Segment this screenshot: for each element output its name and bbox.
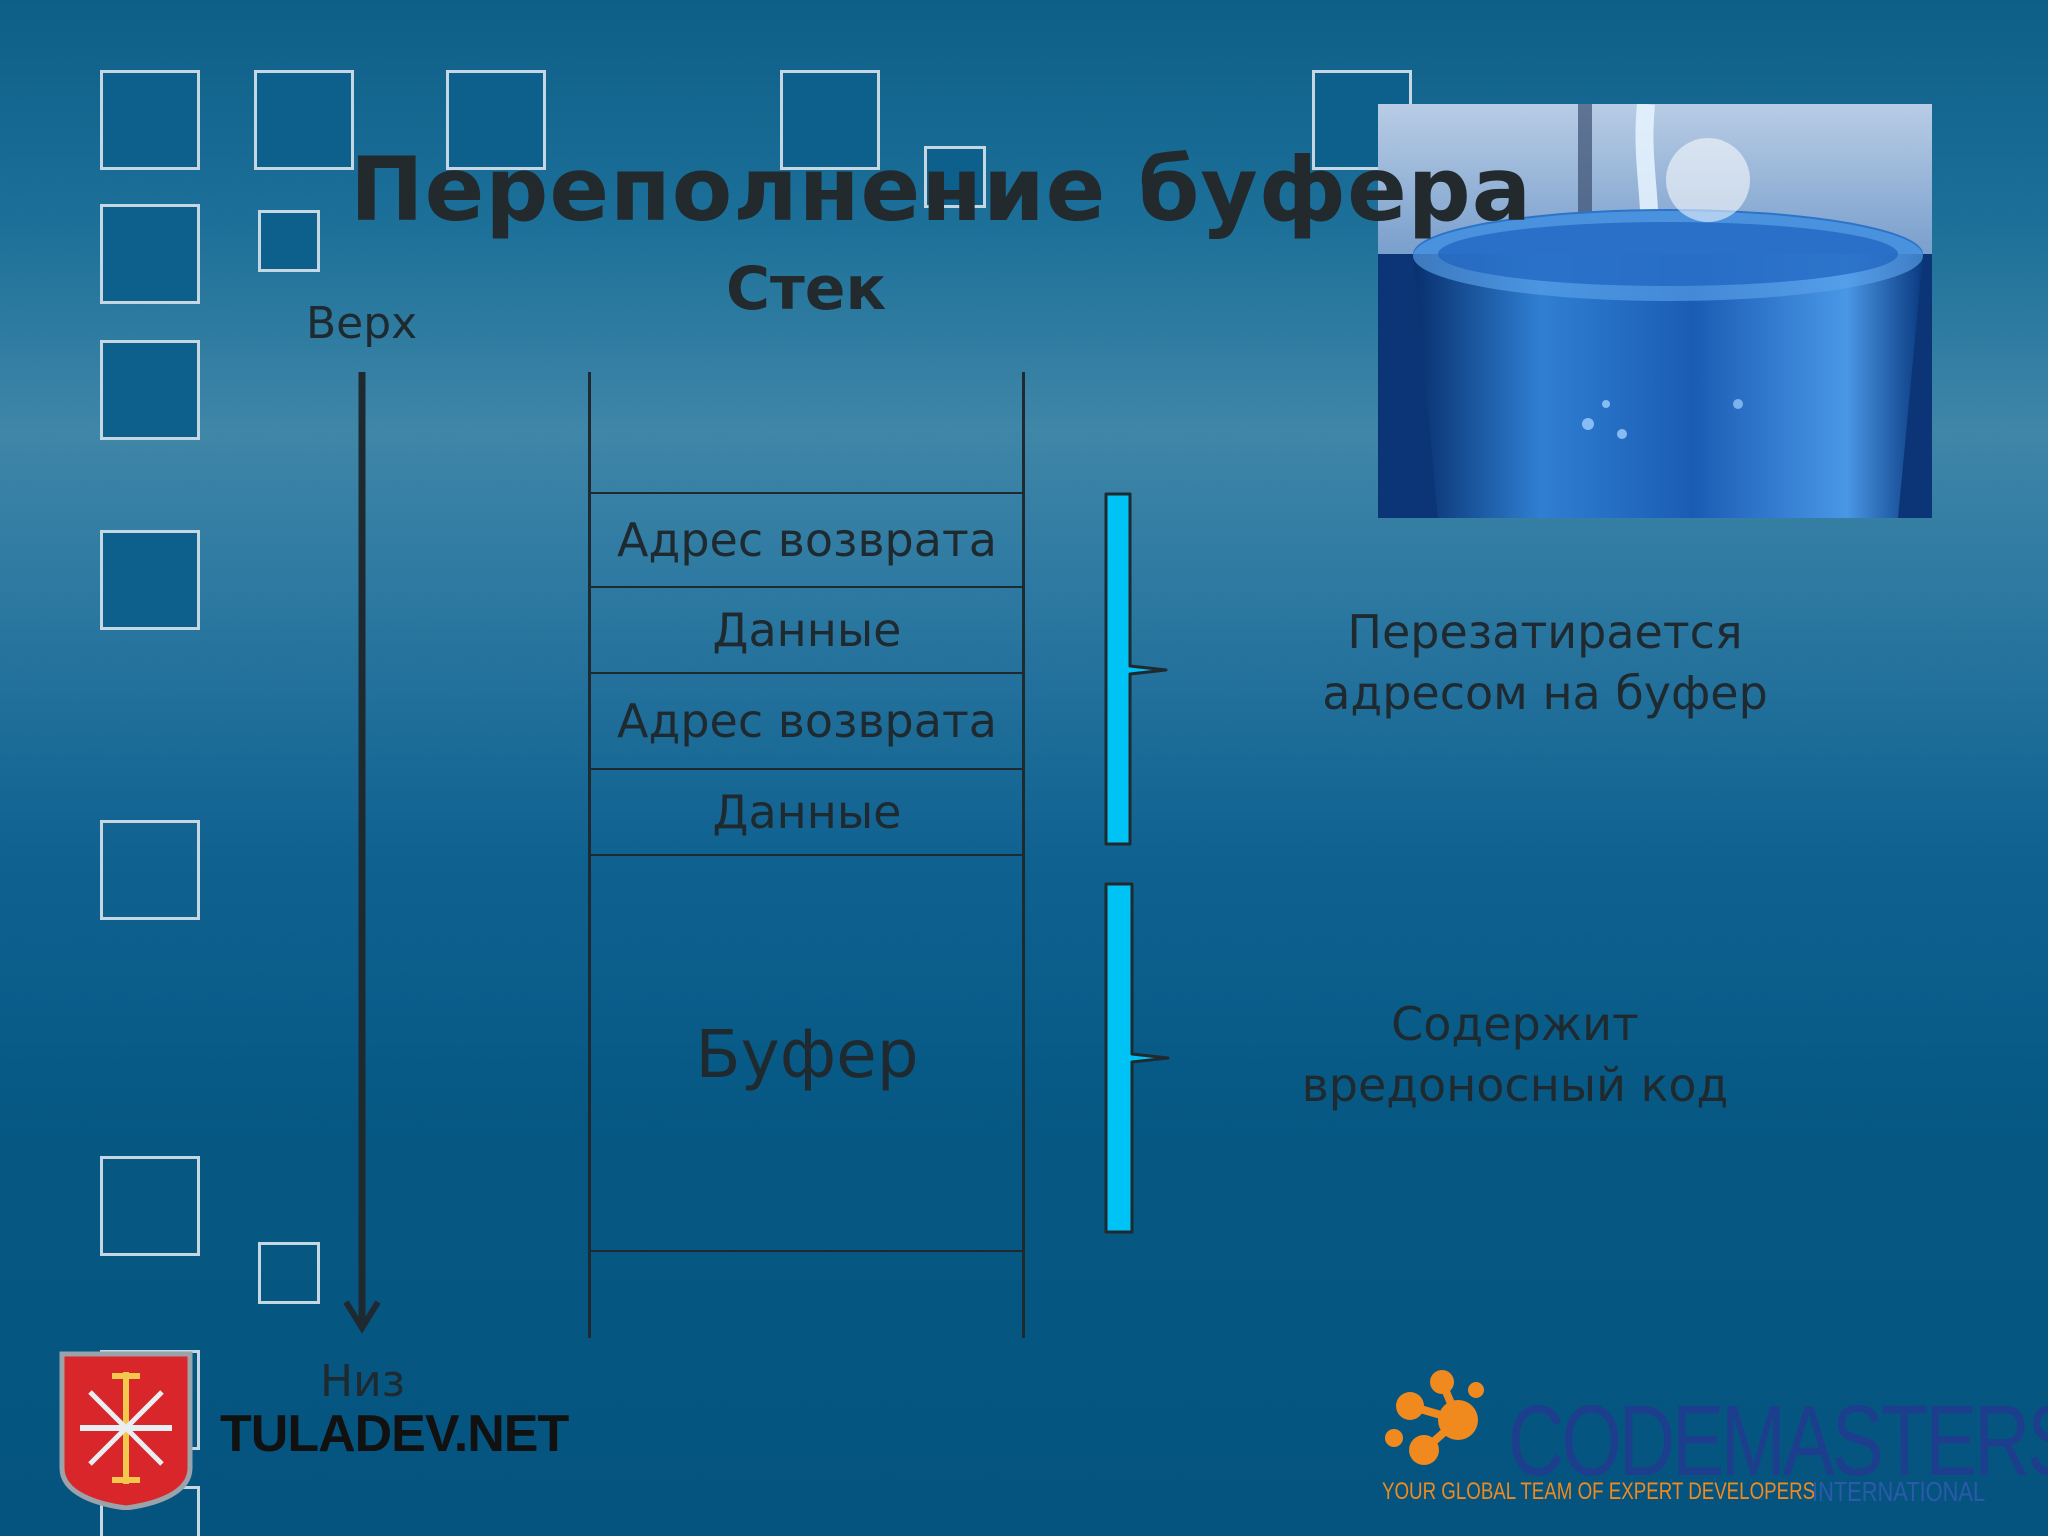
slide-title: Переполнение буфера — [350, 138, 1533, 241]
tula-coat-of-arms-icon — [59, 1351, 193, 1510]
decorative-square — [780, 70, 880, 170]
brace-malicious-icon — [1104, 882, 1170, 1234]
decorative-square — [258, 210, 320, 272]
down-arrow-icon — [343, 372, 381, 1334]
note-line: адресом на буфер — [1322, 666, 1768, 720]
decorative-square — [254, 70, 354, 170]
brace-overwritten-icon — [1104, 492, 1168, 846]
glass-of-water-image — [1378, 104, 1932, 518]
codemasters-tagline: YOUR GLOBAL TEAM OF EXPERT DEVELOPERS — [1382, 1478, 1816, 1505]
stack-cell-data: Данные — [590, 586, 1024, 672]
note-line: Перезатирается — [1347, 605, 1743, 659]
note-line: вредоносный код — [1301, 1058, 1729, 1112]
stack-cell-data: Данные — [590, 768, 1024, 854]
decorative-square — [446, 70, 546, 170]
note-line: Содержит — [1391, 997, 1639, 1051]
codemasters-molecule-icon — [1385, 1370, 1484, 1465]
note-malicious: Содержит вредоносный код — [1270, 994, 1760, 1116]
decorative-square — [100, 70, 200, 170]
tuladev-logo-text: TULADEV.NET — [220, 1405, 569, 1463]
overflowing-glass-photo — [1378, 104, 1932, 518]
stack-cell-label: Данные — [712, 603, 902, 657]
stack-cell-return-address: Адрес возврата — [590, 672, 1024, 768]
label-bottom: Низ — [320, 1356, 406, 1407]
decorative-square — [100, 204, 200, 304]
stack-cell-label: Данные — [712, 785, 902, 839]
label-top: Верх — [306, 298, 418, 349]
decorative-square — [100, 1156, 200, 1256]
note-overwritten: Перезатирается адресом на буфер — [1290, 602, 1800, 724]
stack-divider — [588, 1250, 1025, 1252]
slide-subtitle: Стек — [726, 254, 887, 324]
decorative-square — [258, 1242, 320, 1304]
decorative-square — [100, 820, 200, 920]
decorative-square — [924, 146, 986, 208]
codemasters-suffix: INTERNATIONAL — [1812, 1476, 1986, 1507]
decorative-square — [100, 340, 200, 440]
stack-cell-buffer: Буфер — [590, 854, 1024, 1252]
stack-cell-label: Буфер — [695, 1015, 919, 1093]
codemasters-logo-text: CODEMASTERS — [1508, 1385, 2048, 1497]
stack-cell-label: Адрес возврата — [617, 513, 997, 567]
stack-cell-return-address: Адрес возврата — [590, 492, 1024, 586]
stack-cell-label: Адрес возврата — [617, 694, 997, 748]
stack-left-wall — [588, 372, 591, 1338]
decorative-square — [100, 530, 200, 630]
